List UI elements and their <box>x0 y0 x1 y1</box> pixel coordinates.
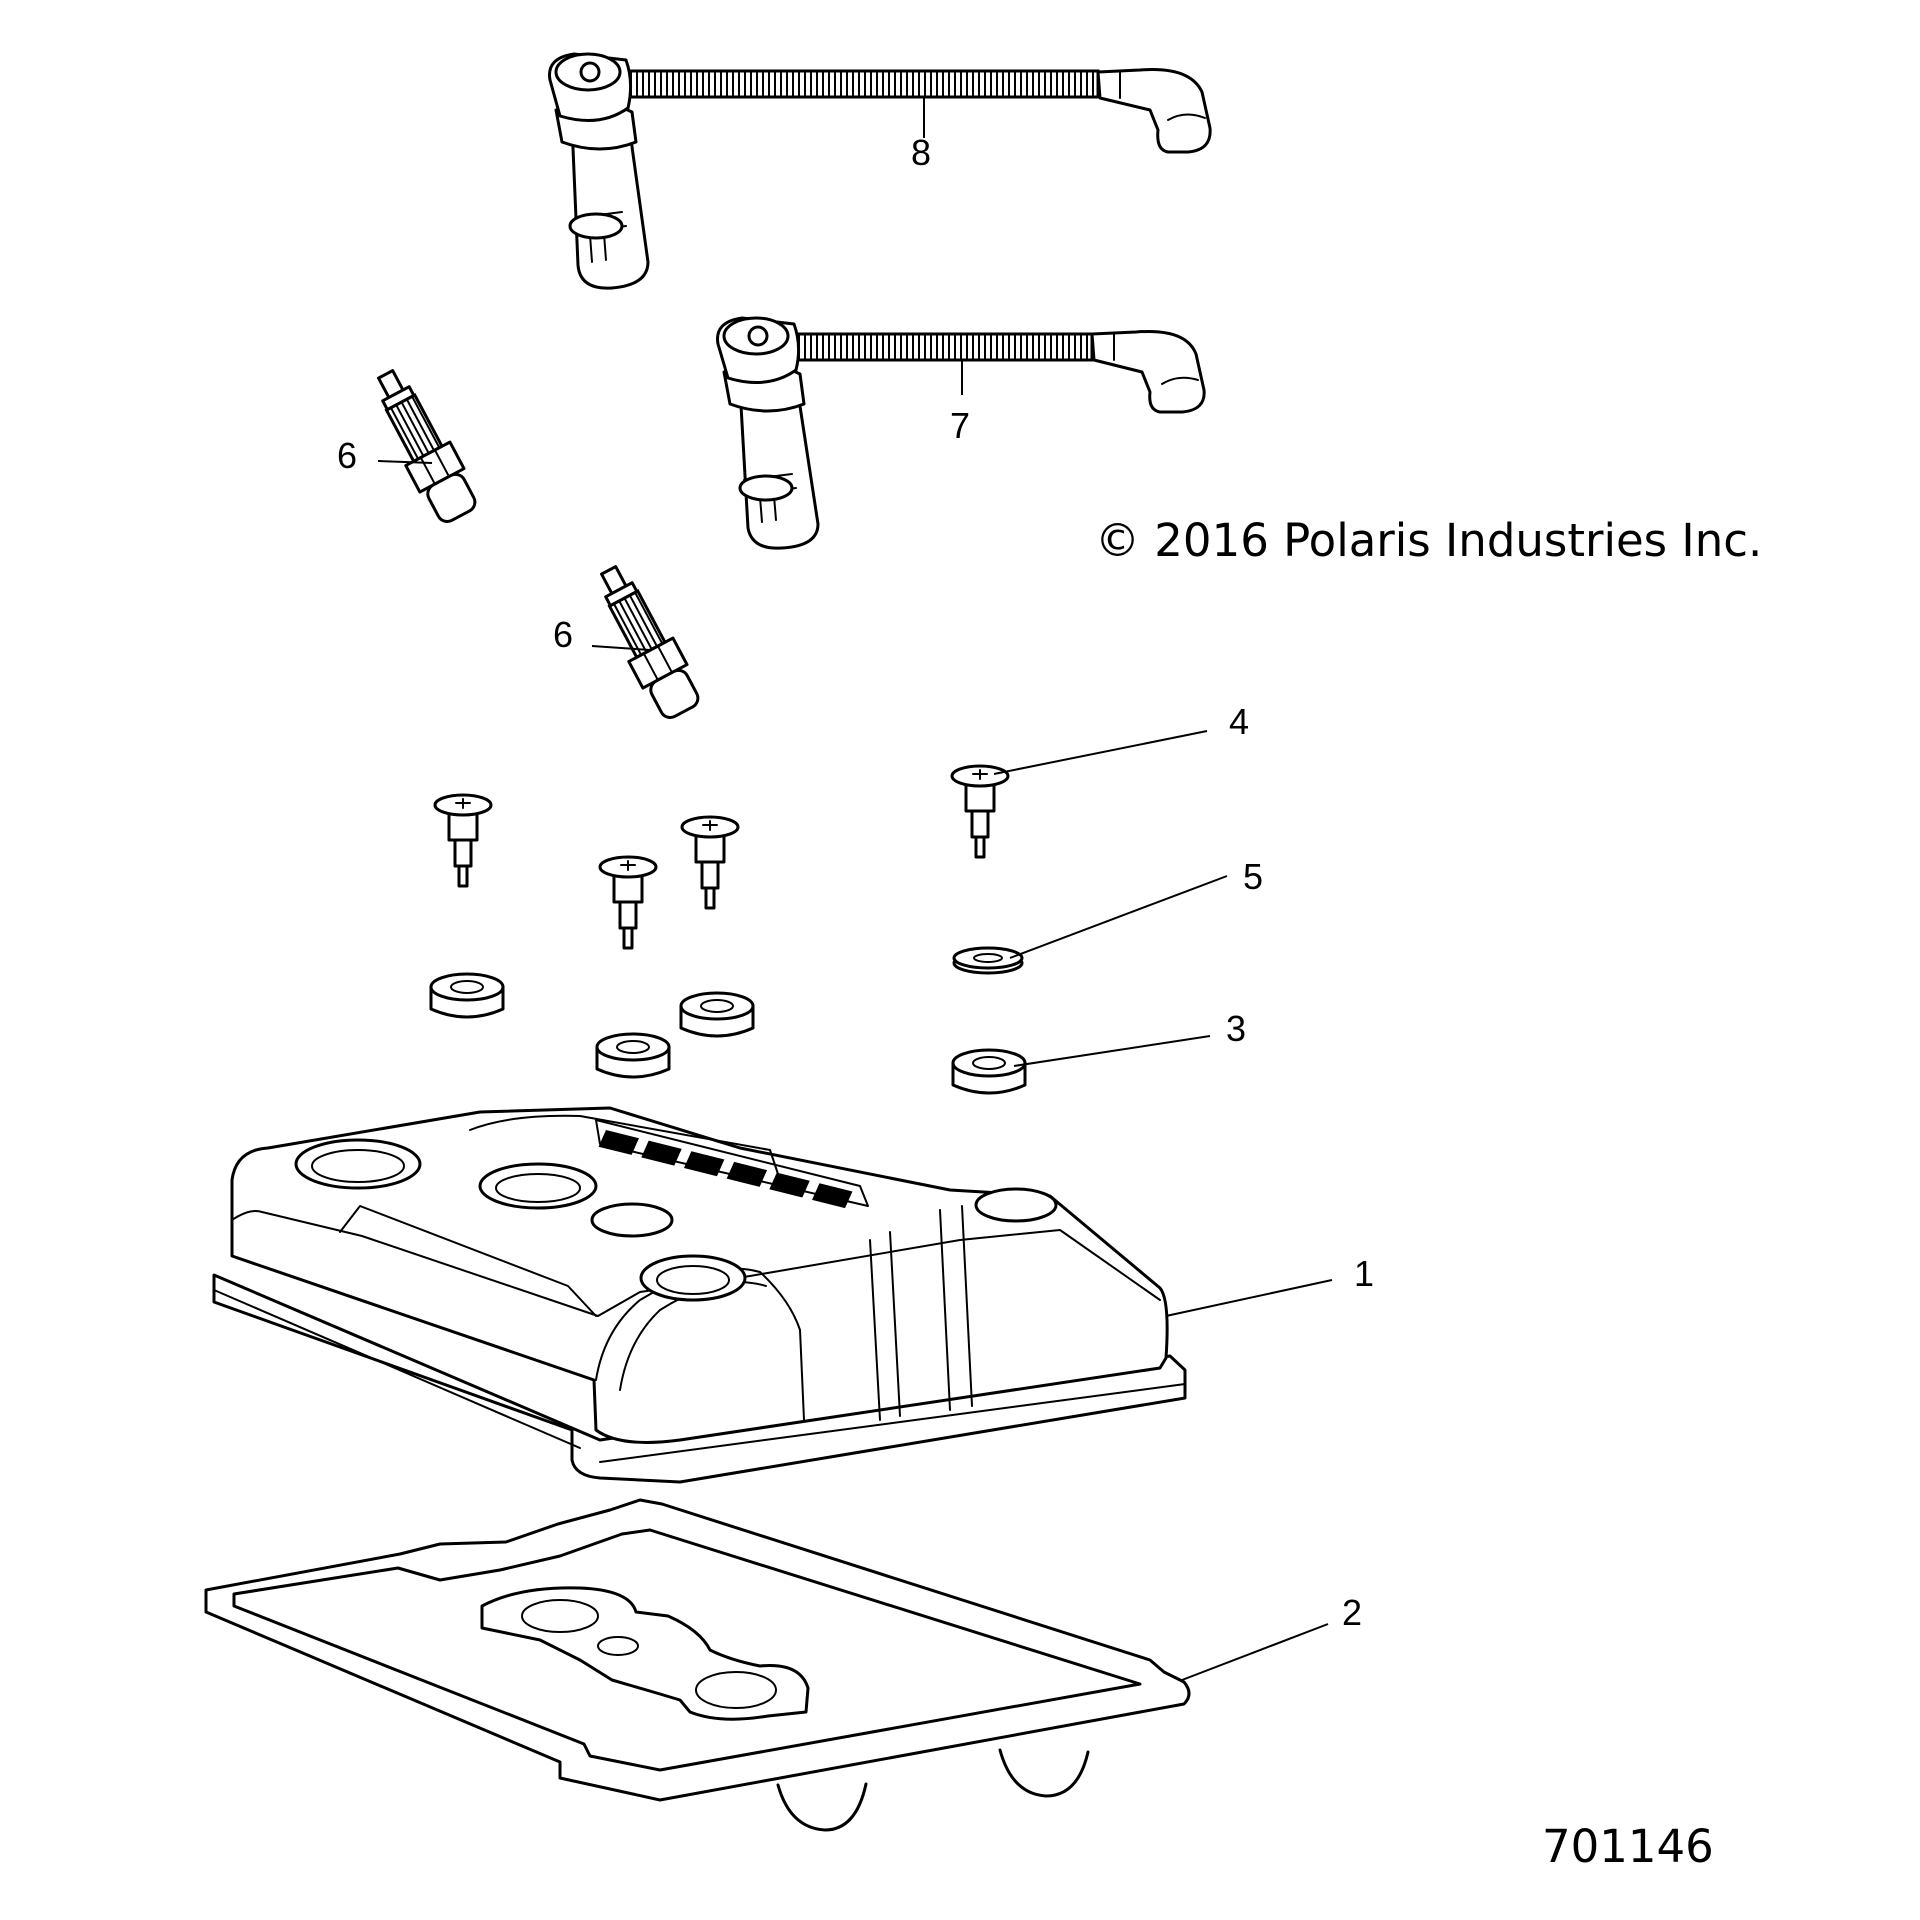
callout-6-upper: 6 <box>337 435 357 476</box>
gasket-icon <box>204 1498 1191 1832</box>
washer-icon <box>952 946 1024 975</box>
spark-plug-icon <box>377 369 700 719</box>
bolt-icon <box>433 764 1010 950</box>
callout-labels: 8 7 6 6 4 5 3 1 2 <box>337 132 1374 1633</box>
leader-lines <box>377 97 1333 1681</box>
callout-7: 7 <box>950 405 970 446</box>
grommet-icon <box>429 972 1027 1095</box>
callout-5: 5 <box>1243 856 1263 897</box>
callout-3: 3 <box>1226 1008 1246 1049</box>
callout-2: 2 <box>1342 1592 1362 1633</box>
callout-1: 1 <box>1354 1253 1374 1294</box>
spark-plug-wire-icon <box>548 52 1212 290</box>
callout-8: 8 <box>911 132 931 173</box>
valve-cover-icon <box>212 1106 1187 1484</box>
copyright-notice: © 2016 Polaris Industries Inc. <box>1095 514 1762 567</box>
drawing-number: 701146 <box>1542 1820 1714 1873</box>
spark-plug-wire-icon <box>716 316 1206 550</box>
callout-4: 4 <box>1229 701 1249 742</box>
callout-6-lower: 6 <box>553 614 573 655</box>
